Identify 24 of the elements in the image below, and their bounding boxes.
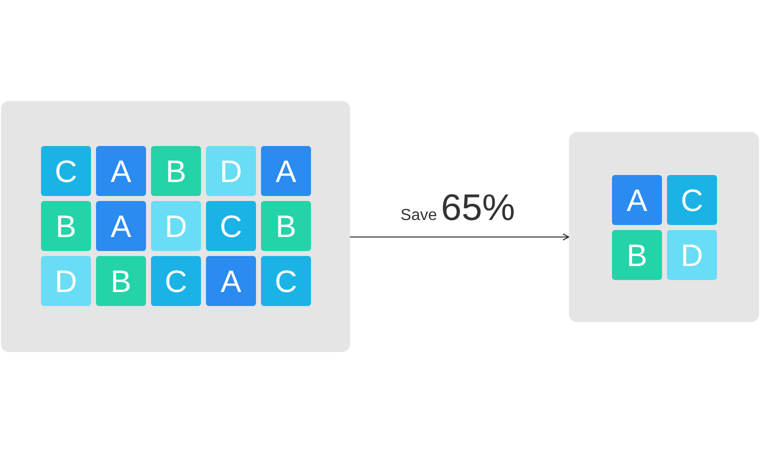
letter-tile: B xyxy=(612,230,662,280)
letter-tile: A xyxy=(206,256,256,306)
letter-tile: C xyxy=(206,201,256,251)
panel xyxy=(1,101,350,352)
letter-tile: D xyxy=(206,146,256,196)
letter-tile: A xyxy=(96,146,146,196)
letter-tile: A xyxy=(96,201,146,251)
panel xyxy=(569,132,759,322)
letter-tile: D xyxy=(41,256,91,306)
letter-tile: B xyxy=(151,146,201,196)
letter-tile: C xyxy=(151,256,201,306)
letter-tile: C xyxy=(41,146,91,196)
letter-tile: C xyxy=(261,256,311,306)
letter-tile: A xyxy=(612,175,662,225)
letter-tile: D xyxy=(151,201,201,251)
edge-label: 65% xyxy=(441,189,516,226)
letter-tile: C xyxy=(667,175,717,225)
arrow xyxy=(350,234,570,240)
letter-tile: D xyxy=(667,230,717,280)
letter-tile: A xyxy=(261,146,311,196)
caption-text: Save xyxy=(400,208,437,224)
letter-tile: B xyxy=(96,256,146,306)
letter-tile: B xyxy=(41,201,91,251)
letter-tile: B xyxy=(261,201,311,251)
